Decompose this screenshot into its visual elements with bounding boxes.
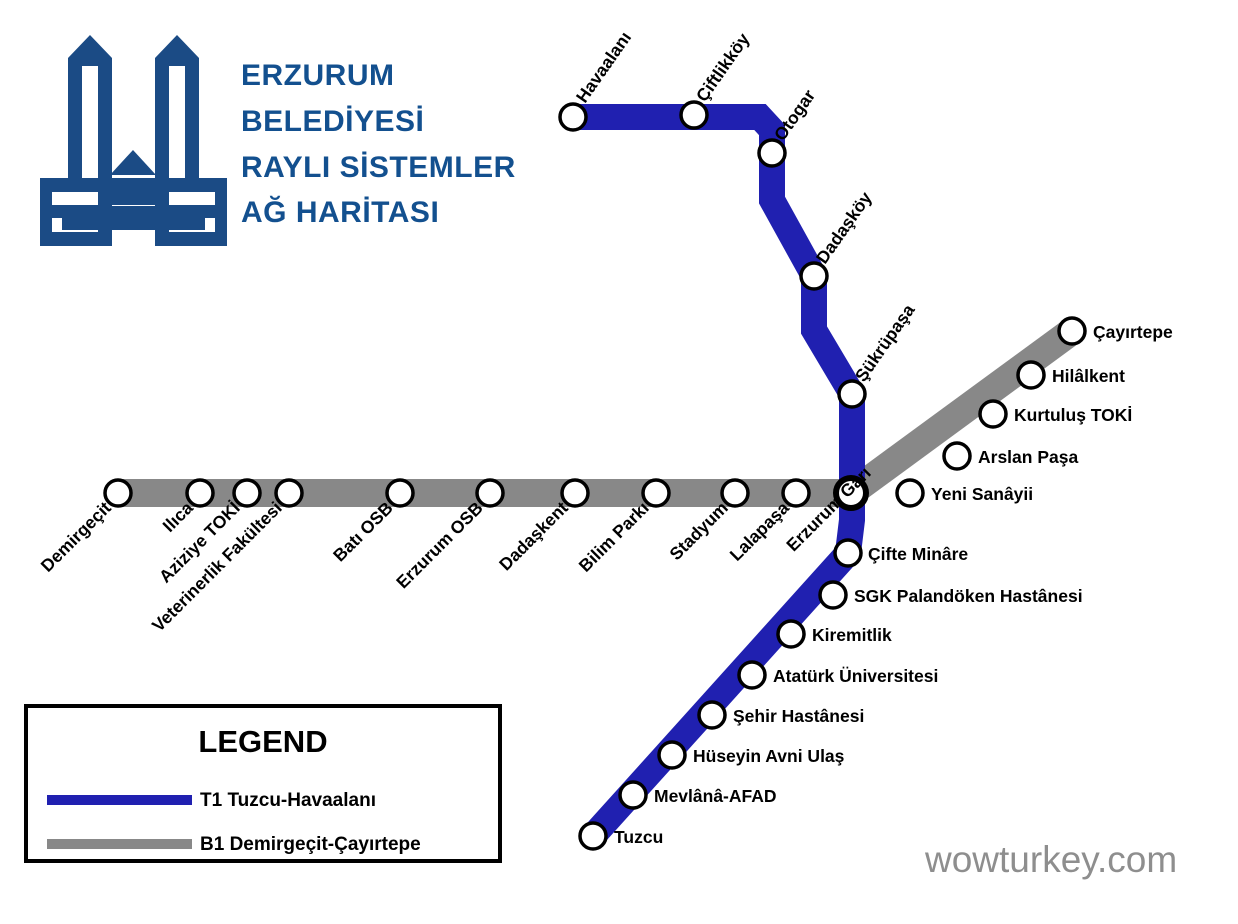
legend-swatch-t1 xyxy=(47,795,192,805)
station-marker[interactable] xyxy=(1057,316,1087,346)
page-title-line-1: ERZURUM xyxy=(241,59,395,92)
station-marker[interactable] xyxy=(558,102,588,132)
station-marker[interactable] xyxy=(697,700,727,730)
station-label-kurtulus-toki: Kurtuluş TOKİ xyxy=(1014,405,1132,425)
station-marker[interactable] xyxy=(942,441,972,471)
station-marker-interchange-erzurum-gari[interactable] xyxy=(833,475,869,511)
t1-bottom-stations-group: Çifte Minâre SGK Palandöken Hastânesi Ki… xyxy=(578,538,1083,851)
station-marker[interactable] xyxy=(103,478,133,508)
station-label-otogar: Otogar xyxy=(770,86,819,145)
station-marker[interactable] xyxy=(895,478,925,508)
legend-title: LEGEND xyxy=(198,724,327,759)
station-label-ciftlikkoy: Çiftlikköy xyxy=(692,29,754,105)
legend-panel: LEGEND T1 Tuzcu-Havaalanı B1 Demirgeçit-… xyxy=(24,704,502,863)
station-marker[interactable] xyxy=(978,399,1008,429)
station-label-sgk-palandoken-hastanesi: SGK Palandöken Hastânesi xyxy=(854,586,1083,606)
station-marker[interactable] xyxy=(274,478,304,508)
legend-label-t1: T1 Tuzcu-Havaalanı xyxy=(200,790,376,811)
legend-swatch-b1 xyxy=(47,839,192,849)
station-label-hilalkent: Hilâlkent xyxy=(1052,366,1125,386)
t1-top-stations-group: Havaalanı Çiftlikköy Otogar Dadaşköy Şük… xyxy=(558,28,919,409)
station-label-tuzcu: Tuzcu xyxy=(614,827,663,847)
station-label-sehir-hastanesi: Şehir Hastânesi xyxy=(733,706,864,726)
station-label-dadaskent: Dadaşkent xyxy=(495,498,572,575)
station-label-yeni-sanayii: Yeni Sanâyii xyxy=(931,484,1033,504)
station-marker[interactable] xyxy=(232,478,262,508)
station-marker[interactable] xyxy=(781,478,811,508)
station-marker[interactable] xyxy=(578,821,608,851)
page-title-line-3: RAYLI SİSTEMLER xyxy=(241,151,516,184)
station-marker[interactable] xyxy=(799,261,829,291)
station-marker[interactable] xyxy=(679,100,709,130)
station-label-arslan-pasa: Arslan Paşa xyxy=(978,447,1078,467)
station-marker[interactable] xyxy=(657,740,687,770)
station-marker[interactable] xyxy=(641,478,671,508)
line-t1-track xyxy=(573,104,865,845)
legend-label-b1: B1 Demirgeçit-Çayırtepe xyxy=(200,834,421,855)
station-marker[interactable] xyxy=(757,138,787,168)
page-title-line-2: BELEDİYESİ xyxy=(241,105,424,138)
station-marker[interactable] xyxy=(618,780,648,810)
line-b1-track xyxy=(118,319,1081,507)
station-label-erzurum-osb: Erzurum OSB xyxy=(392,498,487,593)
station-label-huseyin-avni-ulas: Hüseyin Avni Ulaş xyxy=(693,746,845,766)
station-label-bati-osb: Batı OSB xyxy=(329,498,397,566)
station-marker[interactable] xyxy=(560,478,590,508)
station-marker[interactable] xyxy=(818,580,848,610)
station-marker[interactable] xyxy=(737,660,767,690)
station-label-ataturk-universitesi: Atatürk Üniversitesi xyxy=(773,666,938,686)
station-label-dadaskoy: Dadaşköy xyxy=(812,188,876,267)
watermark: wowturkey.com xyxy=(924,839,1177,880)
station-marker[interactable] xyxy=(385,478,415,508)
erzurum-belediyesi-logo-icon xyxy=(40,35,227,246)
station-marker[interactable] xyxy=(837,379,867,409)
station-marker[interactable] xyxy=(1016,360,1046,390)
station-marker[interactable] xyxy=(720,478,750,508)
b1-east-stations-group: Yeni Sanâyii Arslan Paşa Kurtuluş TOKİ H… xyxy=(895,316,1173,508)
station-label-bilim-parki: Bilim Parkı xyxy=(575,498,653,576)
station-label-cifte-minare: Çifte Minâre xyxy=(868,544,968,564)
station-label-cayirtepe: Çayırtepe xyxy=(1093,322,1173,342)
station-label-mevlana-afad: Mevlânâ-AFAD xyxy=(654,786,777,806)
station-marker[interactable] xyxy=(776,619,806,649)
station-label-havaalani: Havaalanı xyxy=(572,28,635,106)
station-label-sukrupasa: Şükrüpaşa xyxy=(851,300,919,385)
station-marker[interactable] xyxy=(833,538,863,568)
station-label-stadyum: Stadyum xyxy=(665,498,731,564)
page-title-line-4: AĞ HARİTASI xyxy=(241,195,439,229)
station-label-demirgecit: Demirgeçit xyxy=(37,498,115,576)
station-label-kiremitlik: Kiremitlik xyxy=(812,625,892,645)
station-marker[interactable] xyxy=(475,478,505,508)
station-marker[interactable] xyxy=(185,478,215,508)
